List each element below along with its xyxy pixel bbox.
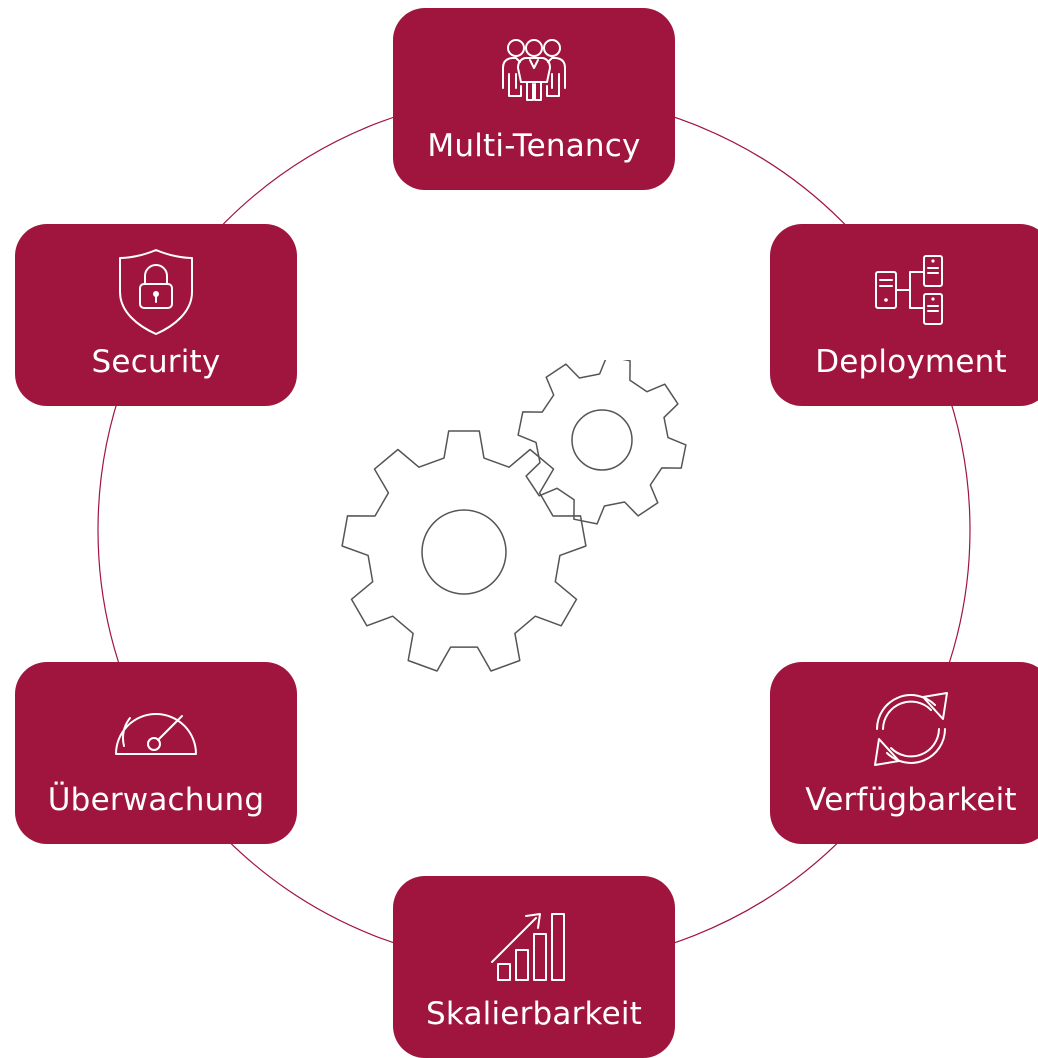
ueberwachung-label: Überwachung [47, 782, 265, 818]
security-label: Security [91, 344, 221, 380]
security-card: Security [15, 224, 297, 406]
gear-small-hub [571, 409, 633, 471]
deployment-card: Deployment [770, 224, 1038, 406]
gear-big-outline [341, 430, 587, 672]
gear-small-outline [517, 360, 687, 525]
shield-lock-icon [15, 246, 297, 336]
skalierbarkeit-label: Skalierbarkeit [425, 996, 643, 1032]
gear-big-hub [421, 509, 507, 595]
growth-chart-icon [393, 898, 675, 988]
servers-network-icon [770, 246, 1038, 336]
gears-icon [341, 360, 687, 672]
deployment-label: Deployment [815, 344, 1007, 380]
multi-tenancy-label: Multi-Tenancy [427, 128, 641, 164]
skalierbarkeit-card: Skalierbarkeit [393, 876, 675, 1058]
ueberwachung-card: Überwachung [15, 662, 297, 844]
gauge-icon [15, 684, 297, 774]
verfuegbarkeit-card: Verfügbarkeit [770, 662, 1038, 844]
multi-tenancy-card: Multi-Tenancy [393, 8, 675, 190]
users-group-icon [393, 30, 675, 120]
refresh-cycle-icon [770, 684, 1038, 774]
verfuegbarkeit-label: Verfügbarkeit [805, 782, 1017, 818]
